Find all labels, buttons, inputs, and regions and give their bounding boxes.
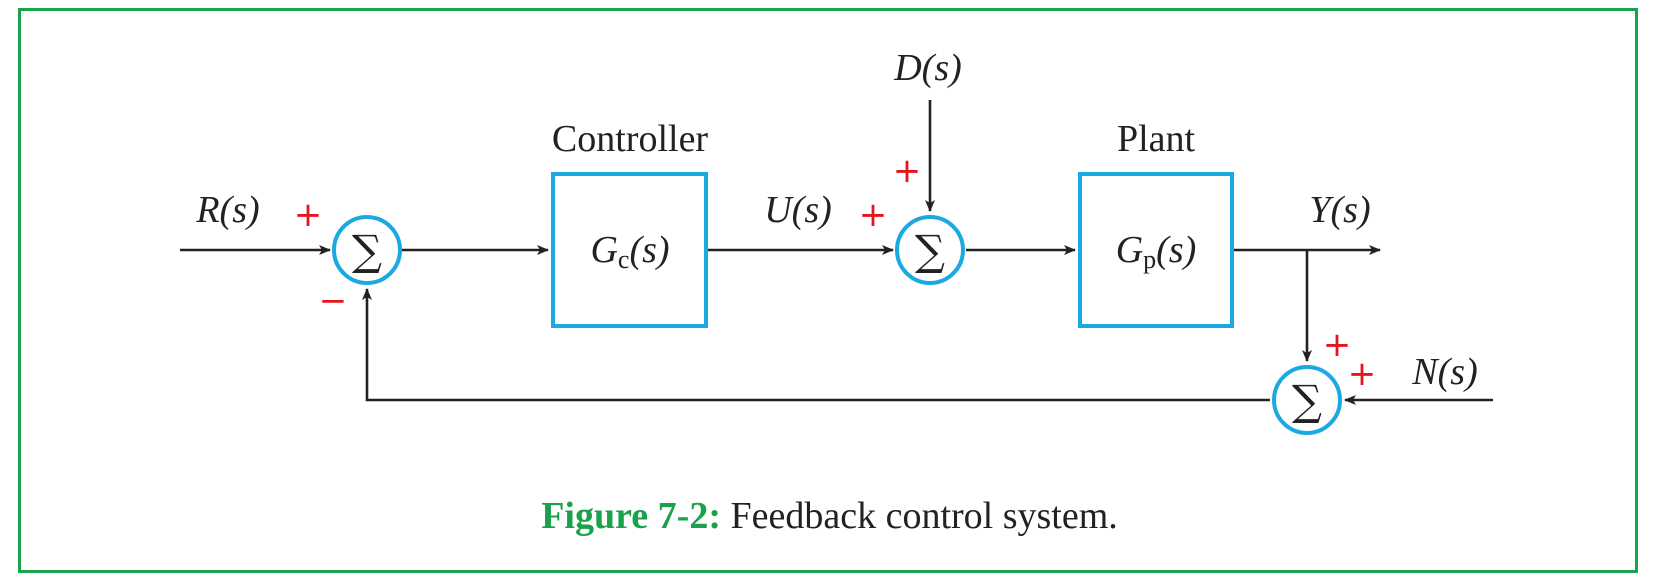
controller-block bbox=[551, 172, 708, 328]
summing-junction-error bbox=[332, 215, 402, 285]
figure-caption: Figure 7-2: Feedback control system. bbox=[0, 494, 1659, 538]
controller-transfer-function: Gc(s) bbox=[590, 229, 669, 274]
plant-title: Plant bbox=[1117, 118, 1196, 160]
wire-feedback bbox=[362, 288, 1270, 402]
figure-frame bbox=[18, 8, 1638, 573]
controller-title: Controller bbox=[552, 118, 709, 160]
sigma-symbol-error: ∑ bbox=[352, 226, 382, 275]
figure-caption-text: Feedback control system. bbox=[730, 495, 1118, 537]
sigma-symbol-disturbance: ∑ bbox=[915, 226, 945, 275]
sign-disturbance-control: + bbox=[859, 195, 888, 235]
signal-lines bbox=[180, 100, 1493, 405]
summing-junction-sensor bbox=[1272, 365, 1342, 435]
sigma-symbol-sensor: ∑ bbox=[1292, 376, 1322, 425]
sign-error-reference: + bbox=[294, 195, 323, 235]
disturbance-signal-label: D(s) bbox=[893, 47, 962, 89]
figure-number: Figure 7-2: bbox=[541, 495, 721, 537]
sign-sensor-output: + bbox=[1323, 325, 1352, 365]
summing-junction-disturbance bbox=[895, 215, 965, 285]
noise-signal-label: N(s) bbox=[1411, 351, 1477, 393]
reference-signal-label: R(s) bbox=[195, 189, 259, 231]
plant-transfer-function: Gp(s) bbox=[1116, 229, 1197, 274]
sign-sensor-noise: + bbox=[1348, 354, 1377, 394]
plant-block bbox=[1078, 172, 1234, 328]
control-signal-label: U(s) bbox=[764, 189, 832, 231]
sign-disturbance-input: + bbox=[893, 151, 922, 191]
output-signal-label: Y(s) bbox=[1309, 189, 1370, 231]
sign-error-feedback: − bbox=[319, 281, 348, 321]
